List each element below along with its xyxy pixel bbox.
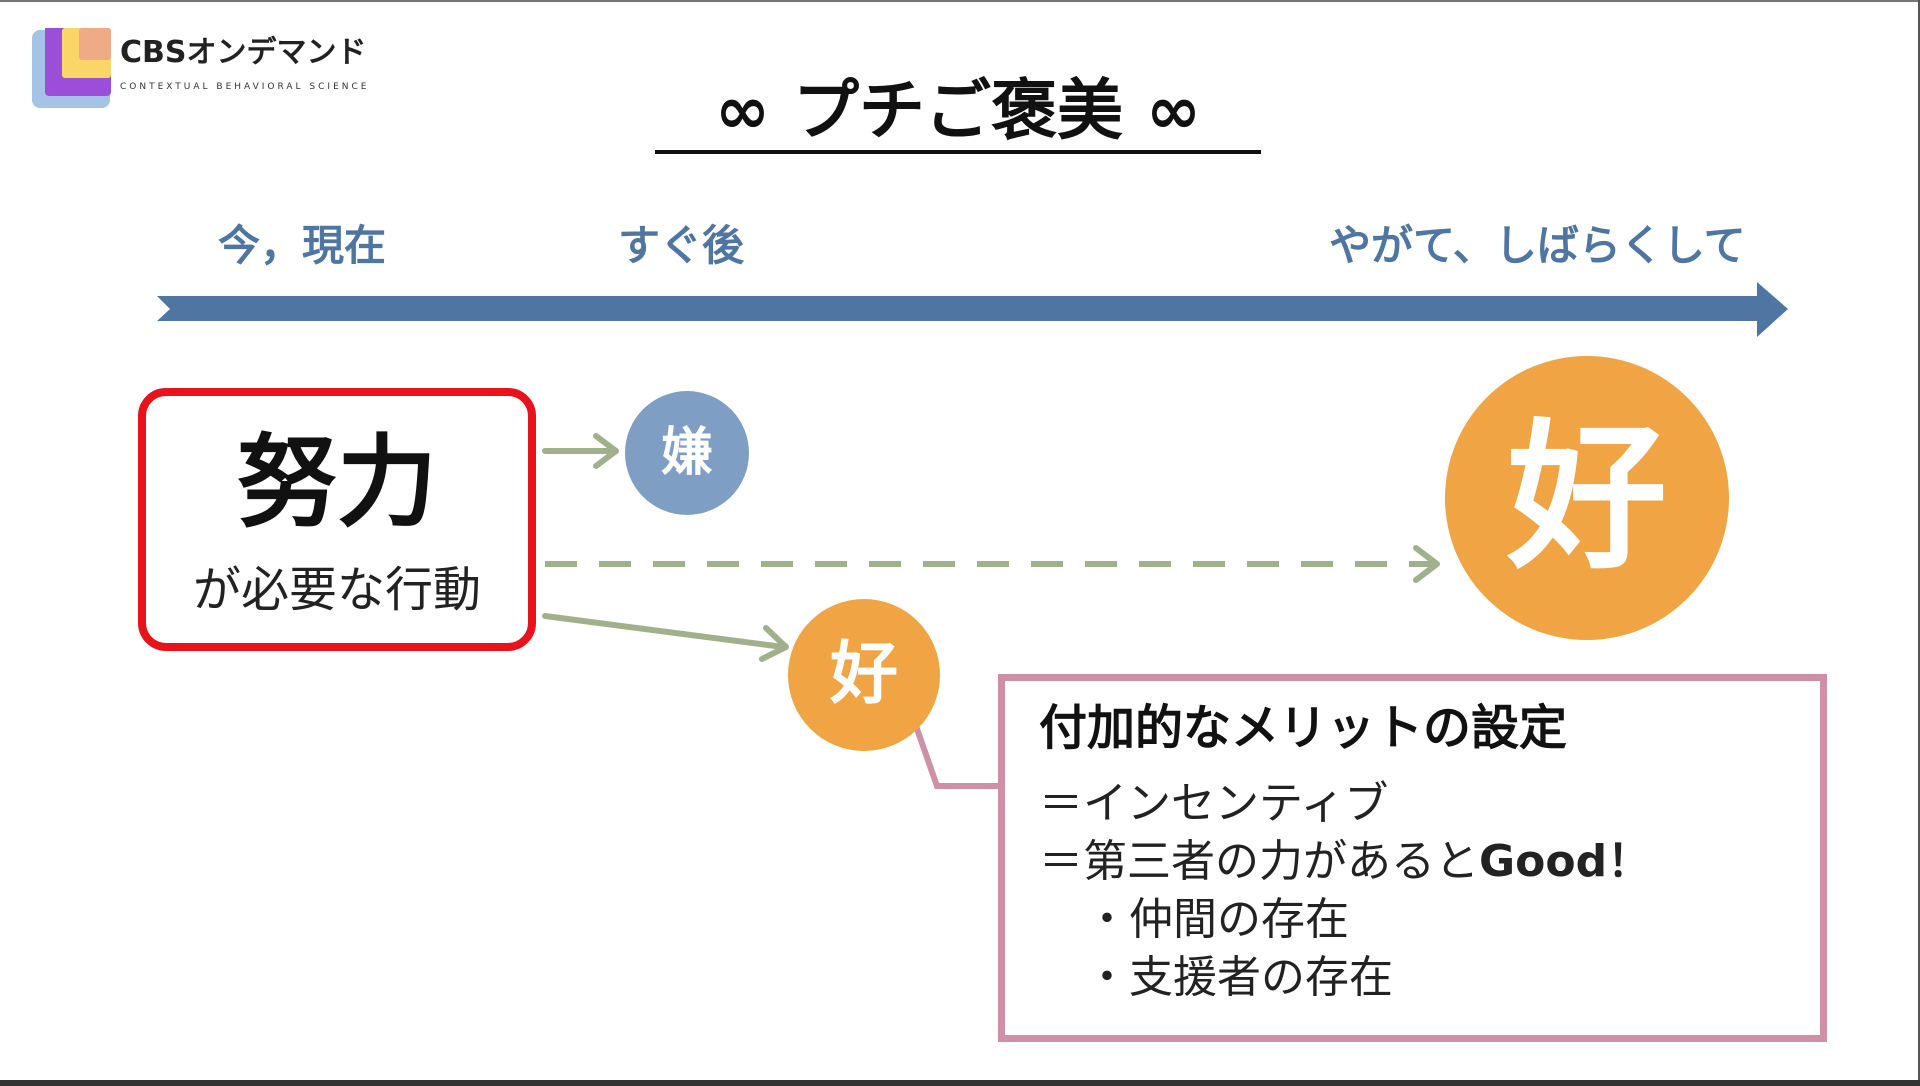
window-right-border bbox=[1918, 0, 1920, 1086]
callout-bullet: ・支援者の存在 bbox=[1085, 952, 1393, 1003]
timeline-label-now: 今，現在 bbox=[218, 221, 387, 270]
slide-title: ∞ プチご褒美 ∞ bbox=[715, 72, 1201, 149]
arrowhead-dislike bbox=[593, 433, 619, 469]
arrowhead-soon-like bbox=[759, 625, 789, 662]
callout-line-third-party: ＝第三者の力があるとGood！ bbox=[1039, 836, 1652, 888]
incentive-callout-box: 付加的なメリットの設定 ＝インセンティブ ＝第三者の力があるとGood！ ・仲間… bbox=[998, 674, 1827, 1042]
soon-like-circle: 好 bbox=[788, 599, 940, 751]
timeline-arrow bbox=[157, 282, 1788, 337]
callout-connector bbox=[913, 725, 1000, 789]
window-bottom-bar bbox=[0, 1080, 1920, 1086]
effort-sublabel: が必要な行動 bbox=[192, 562, 481, 618]
callout-bullet: ・仲間の存在 bbox=[1085, 894, 1349, 945]
later-like-circle: 好 bbox=[1445, 356, 1729, 640]
dislike-circle: 嫌 bbox=[625, 391, 749, 515]
callout-good: Good！ bbox=[1479, 836, 1652, 887]
timeline-label-later: やがて、しばらくして bbox=[1329, 221, 1746, 270]
callout-line: ＝インセンティブ bbox=[1039, 778, 1389, 829]
callout-title: 付加的なメリットの設定 bbox=[1039, 700, 1568, 756]
title-underline bbox=[655, 150, 1261, 154]
logo-subtitle: CONTEXTUAL BEHAVIORAL SCIENCE bbox=[120, 82, 370, 92]
arrow-to-soon-like bbox=[542, 613, 786, 650]
effort-behavior-box: 努力 が必要な行動 bbox=[138, 388, 536, 651]
arrowhead-later-like bbox=[1413, 545, 1440, 583]
effort-label: 努力 bbox=[237, 424, 437, 541]
logo-icon bbox=[32, 28, 111, 108]
callout-line-text: ＝第三者の力があると bbox=[1039, 836, 1479, 887]
logo-name: CBSオンデマンド bbox=[120, 35, 367, 70]
window-top-border bbox=[0, 0, 1920, 2]
timeline-label-soon: すぐ後 bbox=[618, 221, 745, 270]
